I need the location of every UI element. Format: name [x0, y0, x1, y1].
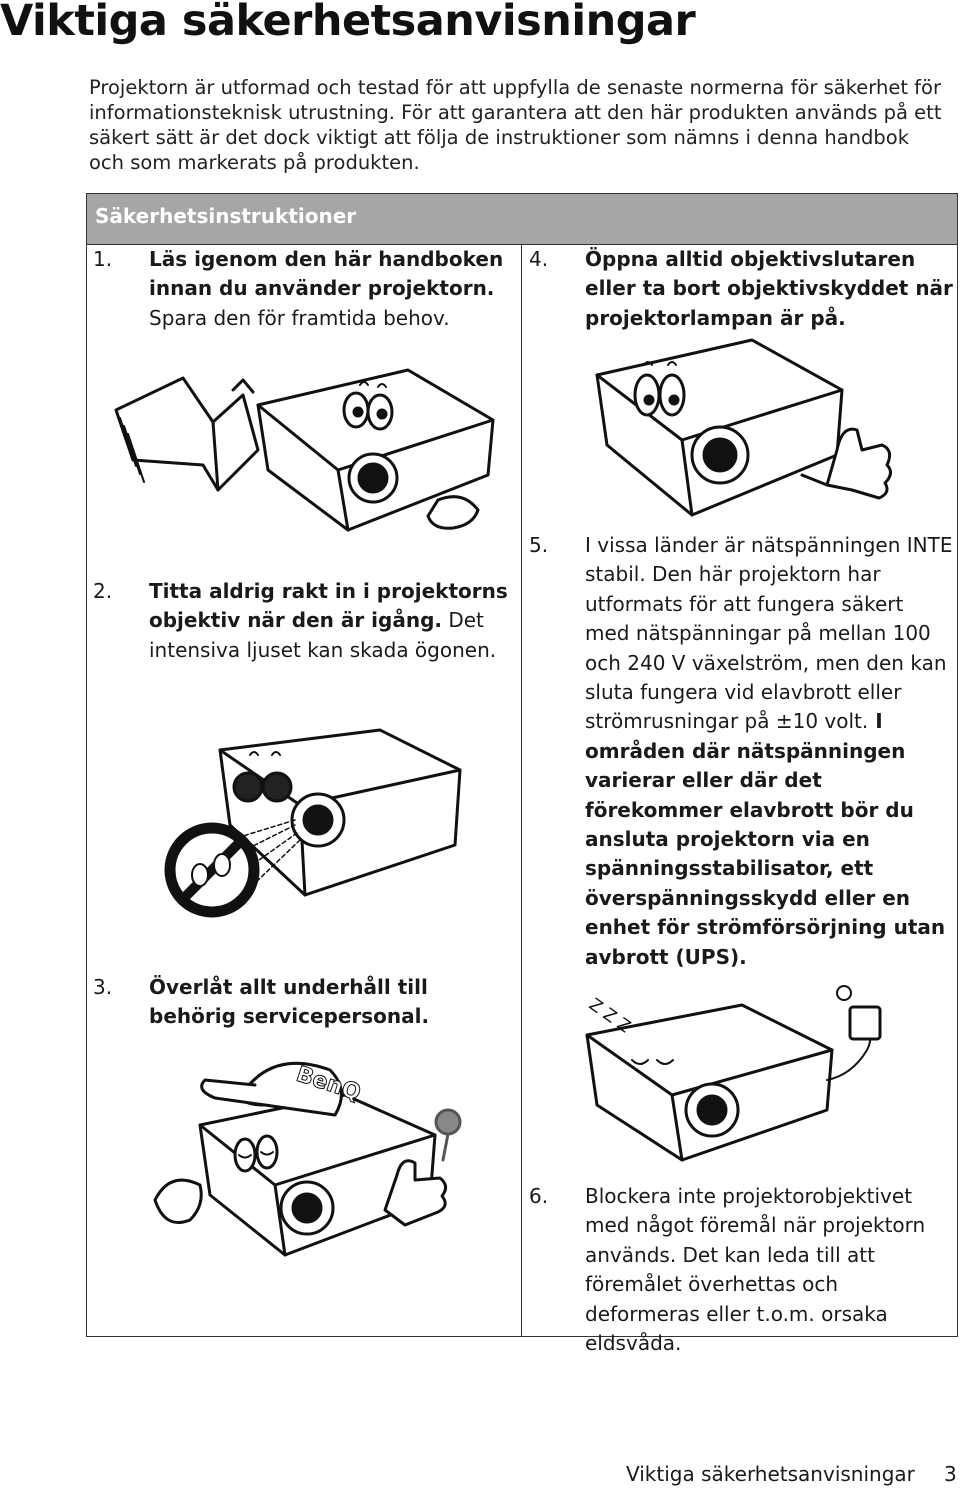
column-divider [521, 244, 522, 1336]
section-header: Säkerhetsinstruktioner [87, 194, 957, 245]
intro-paragraph: Projektorn är utformad och testad för at… [89, 76, 942, 174]
page-title: Viktiga säkerhetsanvisningar [0, 0, 696, 46]
item-bold-text: Överlåt allt underhåll till behörig serv… [149, 975, 430, 1029]
safety-instructions-box: Säkerhetsinstruktioner [86, 193, 958, 1337]
item-bold-text: Titta aldrig rakt in i projektorns objek… [149, 579, 508, 633]
page-number: 3 [944, 1462, 957, 1486]
item-bold-text: I områden där nätspänningen varierar ell… [585, 709, 946, 969]
item-number: 3. [93, 975, 113, 999]
item-text: Blockera inte projektorobjektivet med nå… [585, 1184, 926, 1356]
item-text: Spara den för framtida behov. [149, 305, 450, 330]
item-number: 4. [529, 247, 549, 271]
service-personnel-illustration: BenQ [153, 1061, 462, 1257]
item-number: 5. [529, 533, 549, 557]
item-text: I vissa länder är nätspänningen INTE sta… [585, 533, 953, 734]
lens-cap-illustration [595, 338, 892, 517]
item-number: 6. [529, 1184, 549, 1208]
item-text: Det intensiva ljuset kan skada ögonen. [149, 608, 497, 662]
do-not-look-illustration [164, 728, 462, 918]
section-title: Säkerhetsinstruktioner [95, 204, 357, 228]
item-number: 1. [93, 247, 113, 271]
item-bold-text: Öppna alltid objektivslutaren eller ta b… [585, 247, 953, 330]
footer-section-title: Viktiga säkerhetsanvisningar [626, 1462, 915, 1486]
item-number: 2. [93, 579, 113, 603]
power-supply-illustration: Z Z Z [585, 985, 882, 1162]
item-bold-text: Läs igenom den här handboken innan du an… [149, 247, 504, 301]
read-manual-illustration [114, 368, 495, 532]
